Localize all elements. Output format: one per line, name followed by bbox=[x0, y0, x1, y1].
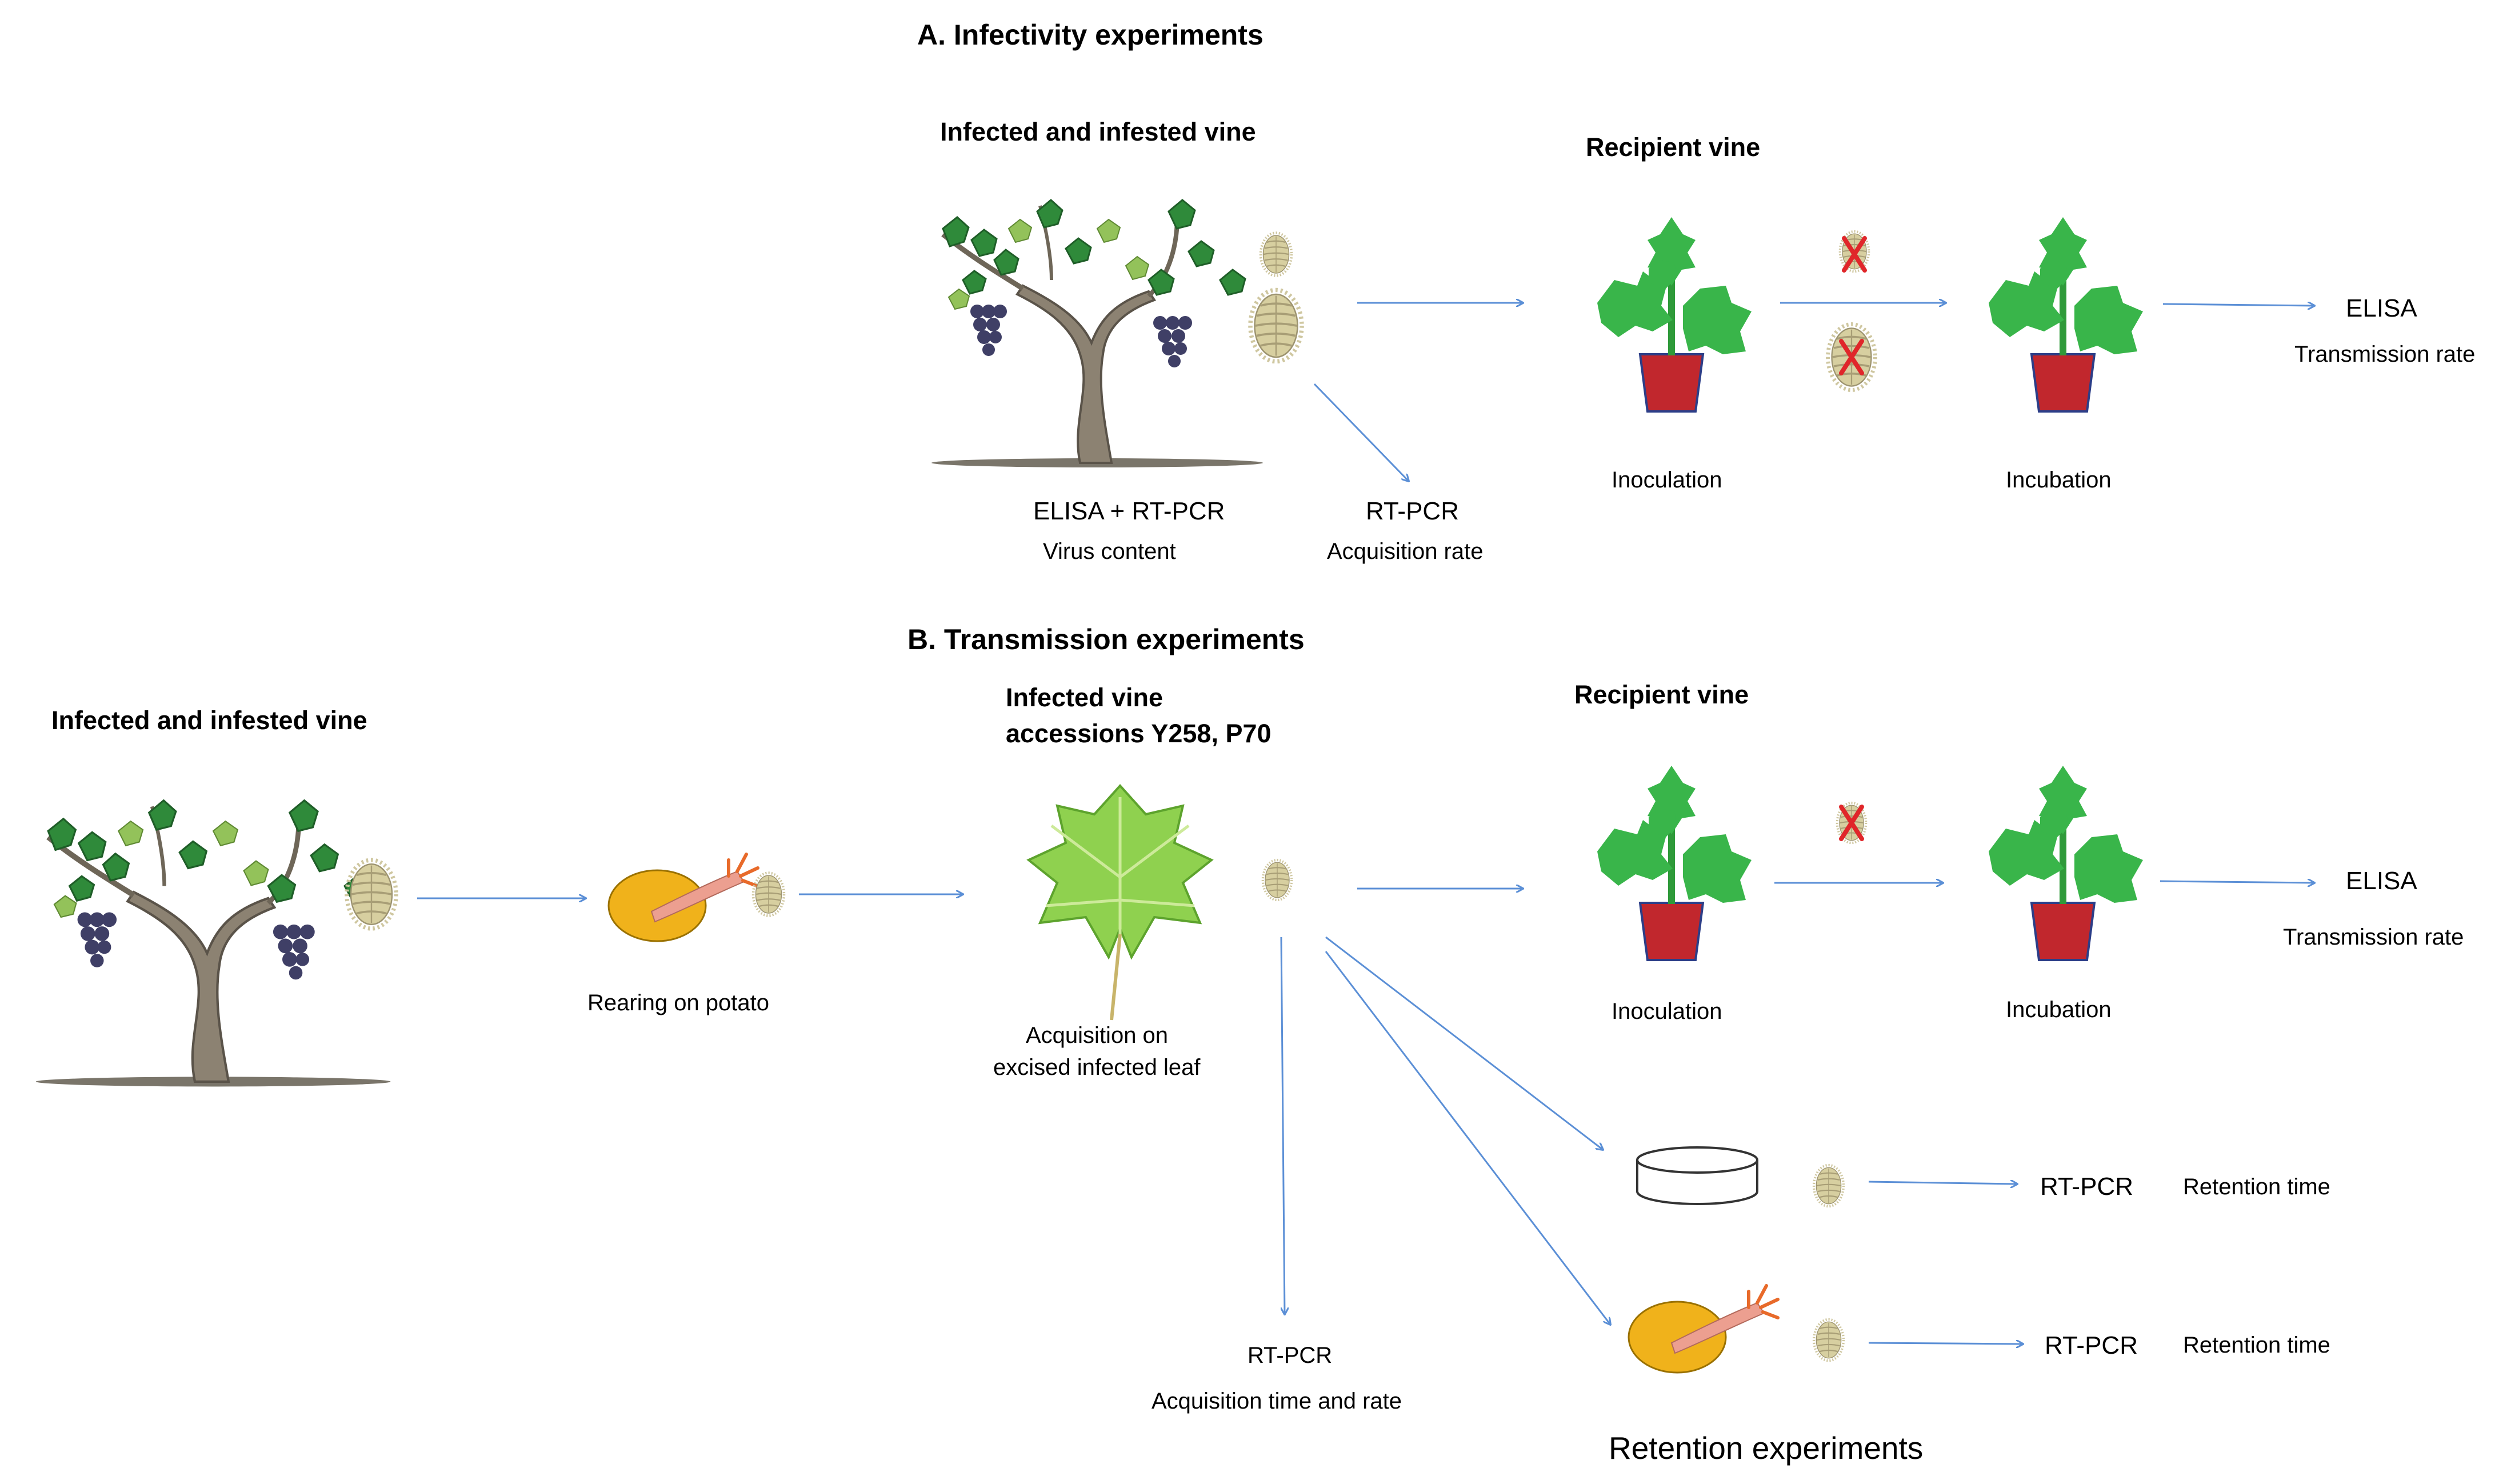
section-b-step-incubation: Incubation bbox=[2006, 997, 2112, 1022]
mealybug-large-b bbox=[347, 860, 396, 929]
section-b-acquisition-line2: excised infected leaf bbox=[993, 1055, 1201, 1080]
section-a-final-test: ELISA bbox=[2346, 294, 2417, 322]
mealybug-crossed-b bbox=[1837, 803, 1866, 843]
mealybug-rearing bbox=[753, 873, 784, 916]
arrow-b-potato-to-rtpcr bbox=[1868, 1343, 2023, 1344]
arrow-b-leaf-to-rtpcr bbox=[1280, 937, 1285, 1314]
potato-rearing bbox=[609, 854, 758, 941]
potato-retention bbox=[1629, 1286, 1778, 1373]
recipient-vine-inoculation-a bbox=[1596, 216, 1753, 413]
petri-dish bbox=[1636, 1146, 1758, 1205]
section-b-rearing-label: Rearing on potato bbox=[587, 990, 770, 1015]
arrow-a-vine-to-rtpcr bbox=[1313, 383, 1409, 481]
recipient-vine-incubation-b bbox=[1988, 765, 2144, 961]
section-a-step-inoculation: Inoculation bbox=[1612, 467, 1722, 493]
section-b-acq-measure: Acquisition time and rate bbox=[1151, 1389, 1402, 1414]
section-b-title: B. Transmission experiments bbox=[907, 623, 1305, 655]
section-a-title: A. Infectivity experiments bbox=[917, 19, 1264, 51]
section-a-source-label: Infected and infested vine bbox=[940, 117, 1256, 146]
section-b-infected-vine-line2: accessions Y258, P70 bbox=[1006, 719, 1272, 748]
section-b-potato-test: RT-PCR bbox=[2045, 1331, 2138, 1359]
arrow-b-leaf-to-dish bbox=[1325, 936, 1603, 1150]
mealybug-large-a bbox=[1250, 290, 1302, 362]
section-b-potato-measure: Retention time bbox=[2183, 1333, 2330, 1358]
recipient-vine-incubation-a bbox=[1988, 216, 2144, 413]
section-b-source-label: Infected and infested vine bbox=[51, 706, 367, 735]
infected-vine-a bbox=[931, 200, 1263, 467]
mealybug-potato-retention bbox=[1814, 1319, 1844, 1361]
section-a-vine-measure: Virus content bbox=[1043, 539, 1176, 564]
section-b-acq-test: RT-PCR bbox=[1247, 1343, 1333, 1368]
section-a-insect-test: RT-PCR bbox=[1366, 497, 1459, 525]
mealybug-small-a bbox=[1261, 233, 1292, 276]
section-b-final-test: ELISA bbox=[2346, 867, 2417, 895]
section-b-dish-measure: Retention time bbox=[2183, 1174, 2330, 1199]
section-b-final-measure: Transmission rate bbox=[2283, 925, 2464, 950]
mealybug-dish bbox=[1814, 1165, 1844, 1206]
arrow-b-leaf-to-potato bbox=[1325, 951, 1610, 1325]
arrow-a-incubation-to-elisa bbox=[2162, 304, 2314, 306]
section-a-insect-measure: Acquisition rate bbox=[1327, 539, 1484, 564]
section-a-step-incubation: Incubation bbox=[2006, 467, 2112, 493]
section-b-acquisition-line1: Acquisition on bbox=[1026, 1023, 1169, 1048]
section-b-dish-test: RT-PCR bbox=[2040, 1173, 2133, 1201]
recipient-vine-inoculation-b bbox=[1596, 765, 1753, 961]
infected-vine-b bbox=[36, 801, 391, 1087]
section-a-vine-test: ELISA + RT-PCR bbox=[1033, 497, 1225, 525]
arrow-b-dish-to-rtpcr bbox=[1868, 1182, 2017, 1184]
section-b-infected-vine-line1: Infected vine bbox=[1006, 683, 1163, 712]
section-b-retention-label: Retention experiments bbox=[1609, 1430, 1924, 1466]
section-b-recipient-label: Recipient vine bbox=[1574, 680, 1749, 709]
mealybug-crossed-small-a bbox=[1840, 231, 1869, 271]
arrow-b-incubation-to-elisa bbox=[2160, 881, 2314, 883]
section-a-recipient-label: Recipient vine bbox=[1586, 133, 1761, 162]
excised-leaf bbox=[1029, 786, 1211, 1020]
mealybug-on-leaf bbox=[1263, 860, 1292, 900]
section-a-final-measure: Transmission rate bbox=[2294, 342, 2476, 367]
section-b-step-inoculation: Inoculation bbox=[1612, 999, 1722, 1024]
mealybug-crossed-large-a bbox=[1828, 325, 1876, 390]
